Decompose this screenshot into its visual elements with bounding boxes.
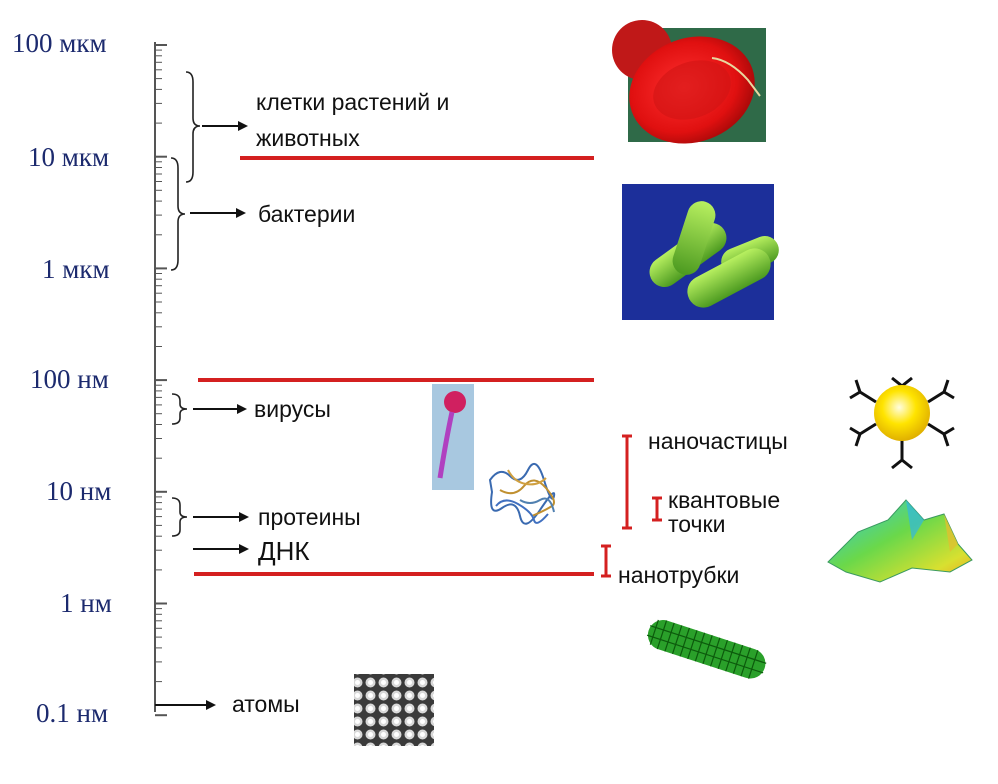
label-dna: ДНК — [258, 536, 310, 566]
brace-cells — [185, 71, 201, 183]
protein-image — [488, 462, 556, 525]
scale-label-10um: 10 мкм — [28, 142, 109, 172]
range-nanotubes — [601, 544, 611, 578]
nano-range-brackets — [601, 434, 662, 578]
axis-ticks — [155, 44, 167, 717]
atom-lattice-image — [354, 674, 434, 746]
red-blood-cell-image — [612, 20, 766, 144]
label-atoms: атомы — [232, 691, 300, 717]
bacteria-image — [622, 184, 779, 320]
label-viruses: вирусы — [254, 396, 331, 422]
nanotube-image — [646, 619, 767, 679]
label-cells-line2: животных — [256, 125, 360, 151]
scale-axis — [154, 42, 167, 717]
label-bacteria: бактерии — [258, 201, 355, 227]
label-cells-line1: клетки растений и — [256, 89, 449, 115]
label-quantum-dots-line1: квантовые — [668, 487, 780, 513]
range-quantum-dots — [652, 496, 662, 522]
nano-labels: наночастицы квантовые точки нанотрубки — [618, 428, 788, 588]
scale-label-1um: 1 мкм — [42, 254, 110, 284]
scale-label-0-1nm: 0.1 нм — [36, 698, 108, 728]
scale-label-10nm: 10 нм — [46, 476, 111, 506]
quantum-dot-image — [827, 499, 973, 583]
brace-proteins — [171, 497, 188, 537]
label-quantum-dots-line2: точки — [668, 511, 725, 537]
range-nanoparticles — [622, 434, 632, 530]
scale-label-100nm: 100 нм — [30, 364, 109, 394]
scale-label-1nm: 1 нм — [60, 588, 112, 618]
range-braces — [170, 71, 201, 537]
scale-labels: 100 мкм 10 мкм 1 мкм 100 нм 10 нм 1 нм 0… — [12, 28, 112, 728]
threshold-lines — [194, 156, 594, 576]
scale-label-100um: 100 мкм — [12, 28, 107, 58]
object-arrows — [155, 121, 249, 710]
label-proteins: протеины — [258, 504, 361, 530]
virus-image — [432, 384, 474, 490]
nanoparticle-image — [849, 376, 955, 470]
label-nanoparticles: наночастицы — [648, 428, 788, 454]
brace-viruses — [171, 393, 188, 425]
brace-bacteria — [170, 157, 186, 271]
label-nanotubes: нанотрубки — [618, 562, 739, 588]
object-labels: клетки растений и животных бактерии виру… — [232, 89, 449, 717]
